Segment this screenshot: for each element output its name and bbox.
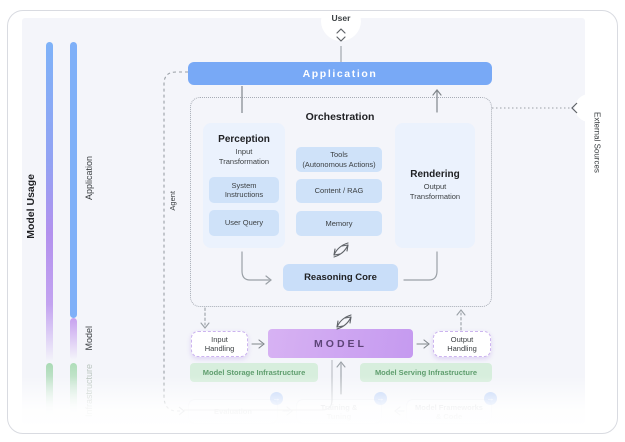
orchestration-title: Orchestration [305,111,375,123]
user-label: User [331,13,351,23]
content-rag-chip: Content / RAG [296,179,382,203]
agent-label: Agent [167,191,177,211]
perception-subtitle: Input Transformation [218,147,270,166]
launch-icon[interactable]: → [484,392,497,405]
launch-arrow-glyph: → [486,394,495,403]
application-layer-bar [70,42,77,318]
rendering-panel: Rendering Output Transformation [395,123,475,248]
model-serving-infrastructure-box: Model Serving Infrastructure [360,363,492,382]
model-usage-bar-infra [46,363,53,418]
model-frameworks-box: Model Frameworks & Code [406,399,492,424]
infrastructure-layer-bar [70,363,77,417]
tools-chip: Tools (Autonomous Actions) [296,147,382,172]
model-layer-bar [70,318,77,360]
input-handling-box: Input Handling [191,331,248,357]
model-usage-bar [46,42,53,362]
launch-icon[interactable]: → [374,392,387,405]
application-layer-label: Application [84,155,94,201]
rendering-title: Rendering [410,169,460,181]
agent-box [190,97,492,307]
user-query-chip: User Query [209,210,279,236]
user-notch [321,1,361,41]
perception-panel: Perception Input Transformation System I… [203,123,285,248]
training-tuning-box: Training & Tuning [296,399,382,424]
output-handling-box: Output Handling [433,331,491,357]
launch-icon[interactable]: → [270,392,283,405]
model-storage-infrastructure-box: Model Storage Infrastructure [190,363,318,382]
external-sources-notch [575,94,603,122]
perception-title: Perception [218,134,270,145]
memory-chip: Memory [296,211,382,236]
model-usage-label: Model Usage [25,173,37,239]
system-instructions-chip: System Instructions [209,177,279,203]
model-box: MODEL [268,329,413,358]
infrastructure-layer-label: Infrastructure [84,364,94,418]
reasoning-core: Reasoning Core [283,264,398,291]
rendering-subtitle: Output Transformation [409,182,461,201]
model-layer-label: Model [84,325,94,351]
launch-arrow-glyph: → [272,394,281,403]
external-sources-label: External Sources [592,111,602,173]
application-bar: Application [188,62,492,85]
evaluation-box: Evaluation [188,399,278,424]
launch-arrow-glyph: → [376,394,385,403]
